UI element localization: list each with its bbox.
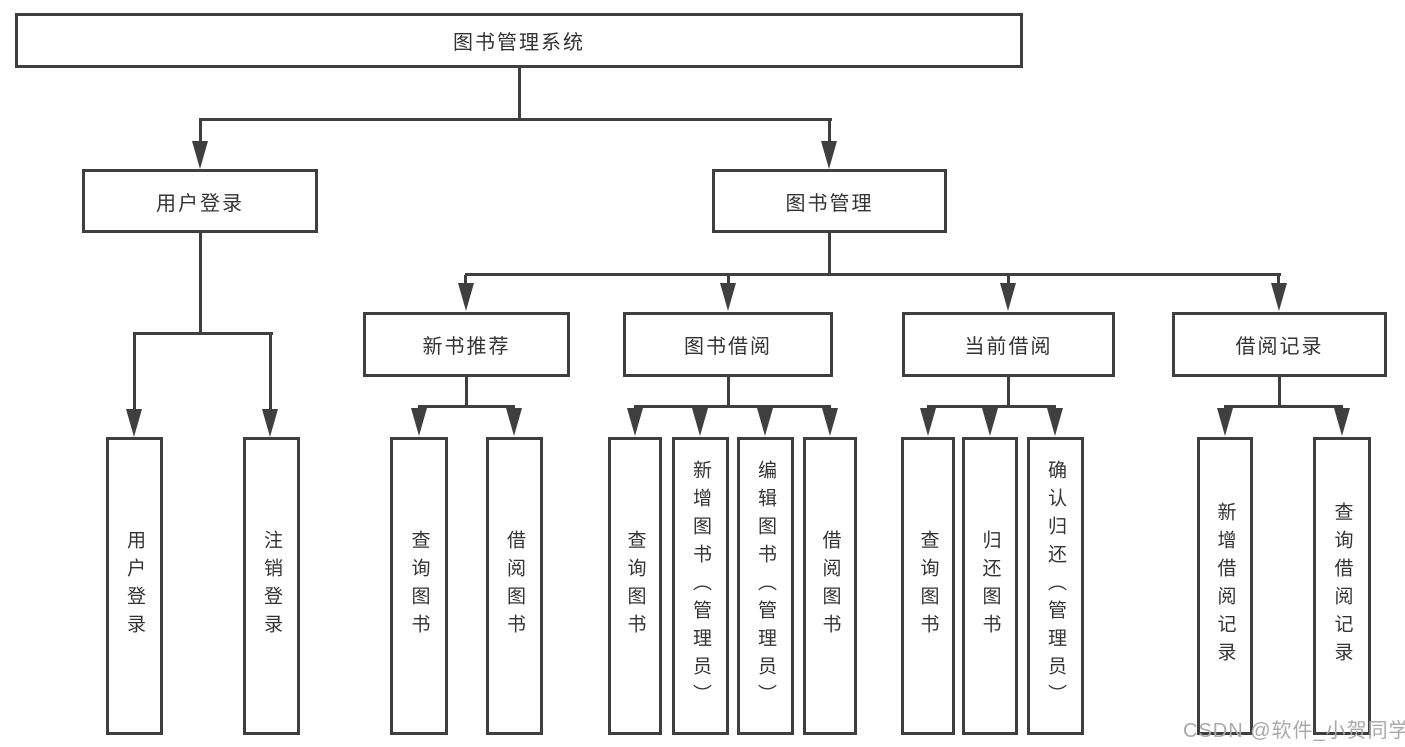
node-root-library-system: 图书管理系统 (15, 13, 1023, 68)
node-borrowing-records: 借阅记录 (1172, 312, 1387, 377)
leaf-confirm-return-admin-label: 确认归还（管理员） (1045, 460, 1066, 712)
node-borrowing-records-label: 借阅记录 (1235, 336, 1324, 358)
leaf-user-login: 用户登录 (106, 437, 163, 735)
connector-book-borrow-drop (727, 275, 730, 284)
connector-user-login-drop (199, 120, 202, 144)
leaf-query-book-borrowing-label: 查询图书 (624, 530, 646, 642)
leaf-query-book-recommend-label: 查询图书 (408, 530, 430, 642)
leaf-add-borrow-record: 新增借阅记录 (1197, 437, 1253, 735)
leaf-borrow-book-label: 借阅图书 (819, 530, 841, 642)
leaf-add-borrow-record-label: 新增借阅记录 (1214, 502, 1236, 670)
arrowhead-to-leaf-borrow-book-2 (822, 408, 838, 436)
arrowhead-to-current-borrowing (1000, 283, 1016, 311)
connector-new-book-rail (418, 405, 515, 408)
connector-level2-rail (199, 118, 832, 121)
leaf-return-book-label: 归还图书 (979, 530, 1001, 642)
leaf-logout-label: 注销登录 (261, 530, 282, 642)
arrowhead-to-leaf-query-record (1334, 408, 1350, 436)
arrowhead-to-leaf-borrow-book-1 (506, 408, 522, 436)
connector-current-borrowing-rail (927, 405, 1056, 408)
connector-login-leaf-drop (133, 334, 136, 412)
node-new-book-recommend-label: 新书推荐 (422, 336, 511, 358)
connector-level3-rail (465, 273, 1281, 276)
arrowhead-to-borrowing-records (1271, 283, 1287, 311)
node-user-login: 用户登录 (82, 169, 318, 233)
csdn-watermark: CSDN @软件_小贺同学 (1183, 720, 1405, 742)
arrowhead-to-book-mgmt (821, 141, 837, 169)
leaf-return-book: 归还图书 (962, 437, 1018, 735)
node-book-management: 图书管理 (712, 169, 947, 233)
leaf-borrow-book: 借阅图书 (803, 437, 857, 735)
connector-borrow-records-drop (1277, 275, 1280, 284)
arrowhead-to-leaf-return-book (982, 408, 998, 436)
leaf-borrow-book-recommend-label: 借阅图书 (504, 530, 525, 642)
connector-new-book-stem (465, 376, 468, 408)
leaf-logout: 注销登录 (243, 437, 300, 735)
leaf-query-book-current-label: 查询图书 (917, 530, 939, 642)
arrowhead-to-leaf-logout (262, 409, 278, 437)
connector-borrowing-records-stem (1278, 376, 1281, 408)
leaf-confirm-return-admin: 确认归还（管理员） (1027, 437, 1084, 735)
leaf-user-login-label: 用户登录 (124, 530, 145, 642)
connector-root-stem (518, 66, 521, 121)
node-book-borrowing-label: 图书借阅 (684, 336, 772, 358)
leaf-query-borrow-record: 查询借阅记录 (1313, 437, 1371, 735)
node-new-book-recommend: 新书推荐 (363, 312, 570, 377)
arrowhead-to-leaf-user-login (126, 409, 142, 437)
leaf-add-book-admin-label: 新增图书（管理员） (690, 460, 711, 712)
node-current-borrowing: 当前借阅 (902, 312, 1115, 377)
connector-book-borrowing-stem (727, 376, 730, 408)
connector-current-borrowing-stem (1007, 376, 1010, 408)
connector-logout-leaf-drop (269, 334, 272, 412)
connector-borrowing-records-rail (1224, 405, 1343, 408)
node-current-borrowing-label: 当前借阅 (964, 336, 1053, 358)
node-book-borrowing: 图书借阅 (623, 312, 833, 377)
node-user-login-label: 用户登录 (156, 192, 244, 215)
connector-book-mgmt-stem (828, 232, 831, 276)
arrowhead-to-leaf-query-book-3 (920, 408, 936, 436)
leaf-query-book-current: 查询图书 (901, 437, 955, 735)
arrowhead-to-book-borrowing (720, 283, 736, 311)
connector-current-borrow-drop (1007, 275, 1010, 284)
leaf-borrow-book-recommend: 借阅图书 (486, 437, 543, 735)
connector-book-mgmt-drop (828, 120, 831, 144)
arrowhead-to-leaf-add-book (692, 408, 708, 436)
arrowhead-to-leaf-add-record (1217, 408, 1233, 436)
node-root-label: 图书管理系统 (453, 32, 585, 54)
connector-new-book-drop (464, 275, 467, 284)
leaf-add-book-admin: 新增图书（管理员） (672, 437, 729, 735)
leaf-edit-book-admin-label: 编辑图书（管理员） (755, 460, 776, 712)
connector-book-borrowing-rail (634, 405, 831, 408)
arrowhead-to-leaf-edit-book (757, 408, 773, 436)
leaf-query-book-recommend: 查询图书 (390, 437, 448, 735)
arrowhead-to-new-book-recommend (458, 283, 474, 311)
leaf-query-borrow-record-label: 查询借阅记录 (1331, 502, 1353, 670)
leaf-query-book-borrowing: 查询图书 (608, 437, 662, 735)
connector-user-login-rail (133, 332, 273, 335)
connector-user-login-stem (199, 232, 202, 335)
arrowhead-to-leaf-confirm-return (1047, 408, 1063, 436)
node-book-management-label: 图书管理 (785, 192, 874, 215)
leaf-edit-book-admin: 编辑图书（管理员） (737, 437, 794, 735)
arrowhead-to-user-login (192, 141, 208, 169)
arrowhead-to-leaf-query-book-2 (627, 408, 643, 436)
arrowhead-to-leaf-query-book-1 (411, 408, 427, 436)
